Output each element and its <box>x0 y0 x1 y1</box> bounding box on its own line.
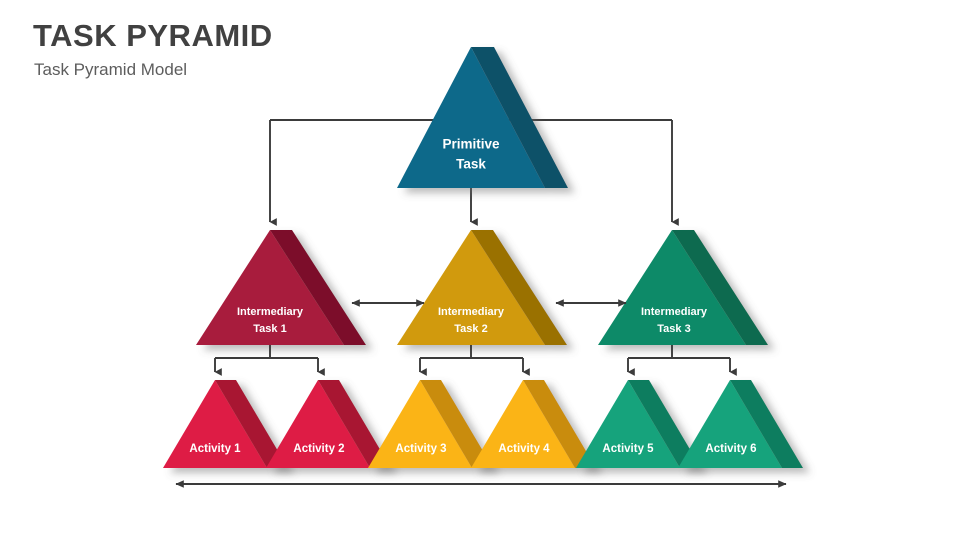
activity-2-side-face <box>318 380 391 468</box>
pyramid-activity-6[interactable] <box>678 380 803 468</box>
page-subtitle: Task Pyramid Model <box>34 60 188 79</box>
intermediary-1-label-line2: Task 1 <box>253 323 286 335</box>
activity-3-label: Activity 3 <box>395 443 446 455</box>
intermediary-2-side-face <box>471 230 567 345</box>
primitive-task-side-face <box>471 47 568 188</box>
intermediary-2-label-line1: Intermediary <box>438 306 505 318</box>
activity-5-side-face <box>628 380 701 468</box>
pyramid-intermediary-task-3[interactable] <box>598 230 768 345</box>
activity-1-label: Activity 1 <box>189 443 241 455</box>
activity-4-label: Activity 4 <box>498 443 550 455</box>
intermediary-3-label-line1: Intermediary <box>641 306 708 318</box>
pyramid-activity-4[interactable] <box>471 380 596 468</box>
activity-3-front-face <box>368 380 472 468</box>
activity-5-front-face <box>576 380 680 468</box>
activity-2-label: Activity 2 <box>293 443 344 455</box>
activity-6-front-face <box>678 380 782 468</box>
pyramid-activity-2[interactable] <box>266 380 391 468</box>
activity-2-front-face <box>266 380 370 468</box>
activity-5-label: Activity 5 <box>602 443 654 455</box>
intermediary-3-front-face <box>598 230 746 345</box>
activity-6-label: Activity 6 <box>705 443 756 455</box>
pyramid-activity-5[interactable] <box>576 380 701 468</box>
primitive-task-label-line2: Task <box>456 157 486 172</box>
activity-4-side-face <box>523 380 596 468</box>
activity-1-front-face <box>163 380 267 468</box>
intermediary-3-side-face <box>672 230 768 345</box>
page-title: TASK PYRAMID <box>33 18 273 53</box>
intermediary-1-front-face <box>196 230 344 345</box>
activity-1-side-face <box>215 380 288 468</box>
intermediary-1-label-line1: Intermediary <box>237 306 304 318</box>
pyramid-primitive-task[interactable] <box>397 47 568 188</box>
pyramid-activity-3[interactable] <box>368 380 493 468</box>
intermediary-1-side-face <box>270 230 366 345</box>
intermediary-2-front-face <box>397 230 545 345</box>
activity-6-side-face <box>730 380 803 468</box>
activity-3-side-face <box>420 380 493 468</box>
primitive-task-front-face <box>397 47 545 188</box>
activity-4-front-face <box>471 380 575 468</box>
pyramid-intermediary-task-1[interactable] <box>196 230 366 345</box>
intermediary-3-label-line2: Task 3 <box>657 323 690 335</box>
pyramid-activity-1[interactable] <box>163 380 288 468</box>
primitive-task-label-line1: Primitive <box>442 137 500 152</box>
intermediary-2-label-line2: Task 2 <box>454 323 487 335</box>
pyramid-intermediary-task-2[interactable] <box>397 230 567 345</box>
